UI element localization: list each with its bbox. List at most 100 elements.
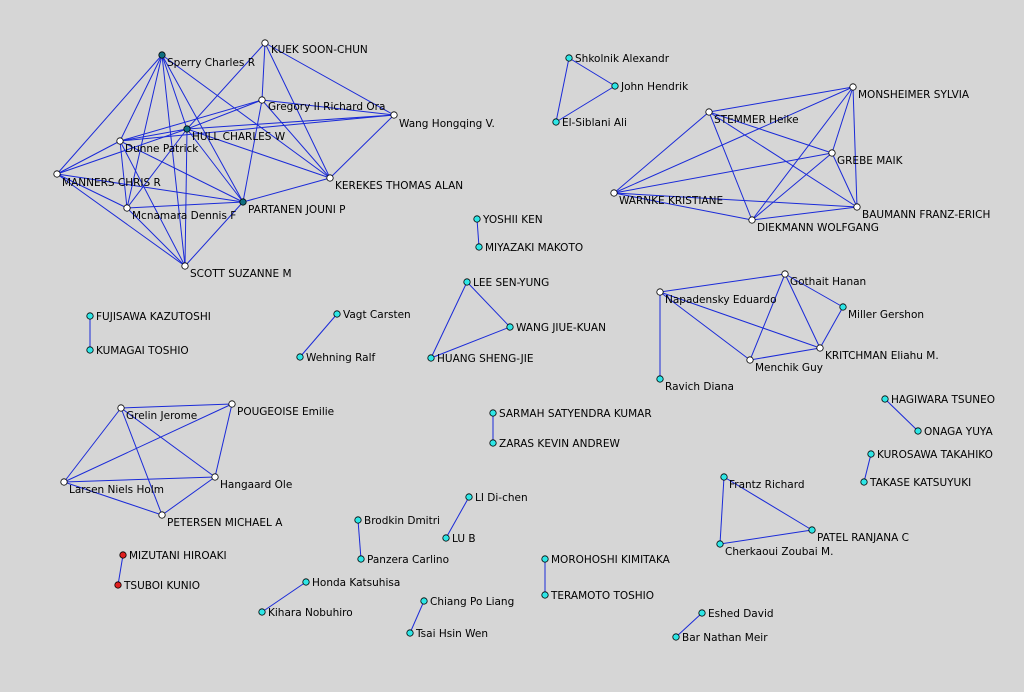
node-morohoshi[interactable]: MOROHOSHI KIMITAKA bbox=[541, 554, 671, 566]
node-stemmer[interactable]: STEMMER Heike bbox=[705, 108, 799, 126]
node-marker[interactable] bbox=[475, 243, 483, 251]
node-marker[interactable] bbox=[672, 633, 680, 641]
node-patel[interactable]: PATEL RANJANA C bbox=[808, 526, 909, 544]
node-wang_h[interactable]: Wang Hongqing V. bbox=[390, 111, 495, 130]
node-kritchman[interactable]: KRITCHMAN Eliahu M. bbox=[816, 344, 939, 362]
node-menchik[interactable]: Menchik Guy bbox=[746, 356, 823, 374]
node-marker[interactable] bbox=[119, 551, 127, 559]
node-brodkin[interactable]: Brodkin Dmitri bbox=[354, 515, 440, 527]
node-lub[interactable]: LU B bbox=[442, 533, 476, 545]
node-onaga[interactable]: ONAGA YUYA bbox=[914, 426, 994, 438]
node-marker[interactable] bbox=[442, 534, 450, 542]
node-marker[interactable] bbox=[489, 439, 497, 447]
node-mcnamara[interactable]: Mcnamara Dennis F bbox=[123, 204, 236, 222]
node-elsiblani[interactable]: El-Siblani Ali bbox=[552, 117, 627, 129]
node-petersen[interactable]: PETERSEN MICHAEL A bbox=[158, 511, 283, 529]
node-marker[interactable] bbox=[183, 125, 191, 133]
node-marker[interactable] bbox=[781, 270, 789, 278]
node-fujisawa[interactable]: FUJISAWA KAZUTOSHI bbox=[86, 311, 211, 323]
node-marker[interactable] bbox=[541, 591, 549, 599]
node-gregory[interactable]: Gregory II Richard Ora bbox=[258, 96, 386, 113]
node-marker[interactable] bbox=[463, 278, 471, 286]
node-marker[interactable] bbox=[716, 540, 724, 548]
node-marker[interactable] bbox=[489, 409, 497, 417]
node-marker[interactable] bbox=[228, 400, 236, 408]
node-marker[interactable] bbox=[86, 312, 94, 320]
node-hagiwara[interactable]: HAGIWARA TSUNEO bbox=[881, 394, 995, 406]
node-marker[interactable] bbox=[881, 395, 889, 403]
node-lee[interactable]: LEE SEN-YUNG bbox=[463, 277, 549, 289]
node-hendrik[interactable]: John Hendrik bbox=[611, 81, 689, 93]
node-baumann[interactable]: BAUMANN FRANZ-ERICH bbox=[853, 203, 991, 221]
node-mizutani[interactable]: MIZUTANI HIROAKI bbox=[119, 550, 227, 562]
node-marker[interactable] bbox=[357, 555, 365, 563]
node-marker[interactable] bbox=[261, 39, 269, 47]
node-marker[interactable] bbox=[816, 344, 824, 352]
node-kihara[interactable]: Kihara Nobuhiro bbox=[258, 607, 353, 619]
node-marker[interactable] bbox=[302, 578, 310, 586]
node-miyazaki[interactable]: MIYAZAKI MAKOTO bbox=[475, 242, 583, 254]
node-marker[interactable] bbox=[258, 608, 266, 616]
node-marker[interactable] bbox=[698, 609, 706, 617]
node-marker[interactable] bbox=[828, 149, 836, 157]
node-marker[interactable] bbox=[748, 216, 756, 224]
node-yoshii[interactable]: YOSHII KEN bbox=[473, 214, 543, 226]
node-kurosawa[interactable]: KUROSAWA TAKAHIKO bbox=[867, 449, 993, 461]
node-wangj[interactable]: WANG JIUE-KUAN bbox=[506, 322, 606, 334]
node-marker[interactable] bbox=[552, 118, 560, 126]
node-marker[interactable] bbox=[720, 473, 728, 481]
node-partanen[interactable]: PARTANEN JOUNI P bbox=[239, 198, 346, 216]
node-marker[interactable] bbox=[123, 204, 131, 212]
node-marker[interactable] bbox=[565, 54, 573, 62]
node-marker[interactable] bbox=[211, 473, 219, 481]
node-wehning[interactable]: Wehning Ralf bbox=[296, 352, 376, 364]
node-honda[interactable]: Honda Katsuhisa bbox=[302, 577, 400, 589]
node-marker[interactable] bbox=[258, 96, 266, 104]
node-napadensky[interactable]: Napadensky Eduardo bbox=[656, 288, 777, 306]
node-marker[interactable] bbox=[705, 108, 713, 116]
node-marker[interactable] bbox=[117, 404, 125, 412]
node-marker[interactable] bbox=[656, 288, 664, 296]
node-shkolnik[interactable]: Shkolnik Alexandr bbox=[565, 53, 670, 65]
node-marker[interactable] bbox=[611, 82, 619, 90]
node-takase[interactable]: TAKASE KATSUYUKI bbox=[860, 477, 971, 489]
node-marker[interactable] bbox=[465, 493, 473, 501]
node-scott[interactable]: SCOTT SUZANNE M bbox=[181, 262, 292, 280]
node-diekmann[interactable]: DIEKMANN WOLFGANG bbox=[748, 216, 879, 234]
node-marker[interactable] bbox=[158, 51, 166, 59]
node-marker[interactable] bbox=[839, 303, 847, 311]
node-frantz[interactable]: Frantz Richard bbox=[720, 473, 805, 491]
node-marker[interactable] bbox=[860, 478, 868, 486]
node-kumagai[interactable]: KUMAGAI TOSHIO bbox=[86, 345, 189, 357]
node-monsheimer[interactable]: MONSHEIMER SYLVIA bbox=[849, 83, 970, 101]
node-hangaard[interactable]: Hangaard Ole bbox=[211, 473, 292, 491]
node-marker[interactable] bbox=[406, 629, 414, 637]
node-marker[interactable] bbox=[656, 375, 664, 383]
node-vagt[interactable]: Vagt Carsten bbox=[333, 309, 411, 321]
node-marker[interactable] bbox=[326, 174, 334, 182]
node-chiang[interactable]: Chiang Po Liang bbox=[420, 596, 514, 608]
node-barnathan[interactable]: Bar Nathan Meir bbox=[672, 632, 768, 644]
node-marker[interactable] bbox=[867, 450, 875, 458]
node-cherkaoui[interactable]: Cherkaoui Zoubai M. bbox=[716, 540, 834, 558]
node-marker[interactable] bbox=[610, 189, 618, 197]
node-pougeoise[interactable]: POUGEOISE Emilie bbox=[228, 400, 334, 418]
node-hull[interactable]: HULL CHARLES W bbox=[183, 125, 286, 143]
node-zaras[interactable]: ZARAS KEVIN ANDREW bbox=[489, 438, 621, 450]
node-marker[interactable] bbox=[181, 262, 189, 270]
node-miller[interactable]: Miller Gershon bbox=[839, 303, 924, 321]
node-marker[interactable] bbox=[473, 215, 481, 223]
node-marker[interactable] bbox=[296, 353, 304, 361]
node-marker[interactable] bbox=[746, 356, 754, 364]
node-tsuboi[interactable]: TSUBOI KUNIO bbox=[114, 580, 200, 592]
node-huang[interactable]: HUANG SHENG-JIE bbox=[427, 353, 534, 365]
node-marker[interactable] bbox=[853, 203, 861, 211]
node-tsai[interactable]: Tsai Hsin Wen bbox=[406, 628, 488, 640]
node-dunne[interactable]: Dunne Patrick bbox=[116, 137, 199, 155]
node-panzera[interactable]: Panzera Carlino bbox=[357, 554, 449, 566]
node-marker[interactable] bbox=[333, 310, 341, 318]
node-marker[interactable] bbox=[541, 555, 549, 563]
node-grelin[interactable]: Grelin Jerome bbox=[117, 404, 197, 422]
node-grebe[interactable]: GREBE MAIK bbox=[828, 149, 904, 167]
node-marker[interactable] bbox=[808, 526, 816, 534]
